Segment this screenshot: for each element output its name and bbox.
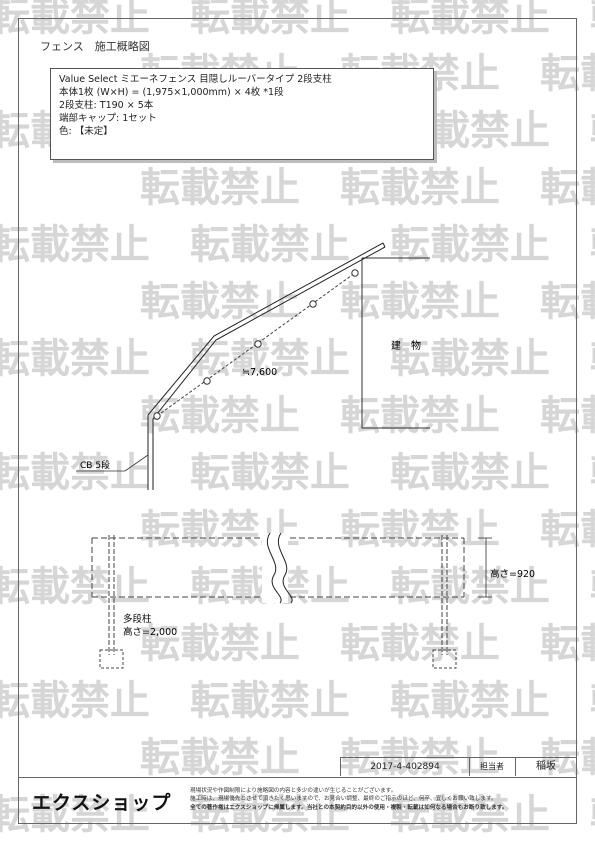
- post-height-label: 高さ=2,000: [123, 626, 177, 638]
- fence-length-label: ≒7,600: [242, 367, 277, 378]
- spec-line-color: 色: 【未定】: [59, 126, 113, 137]
- drawing-number: 2017-4-402894: [341, 758, 470, 776]
- fence-post-mark: [309, 300, 317, 308]
- footer-note: 全ての著作権はエクスショップに帰属します。当社との本契約目的以外の使用・複製・転…: [190, 804, 508, 811]
- fence-height-label: 高さ=920: [490, 568, 535, 580]
- fence-post-mark: [153, 412, 161, 420]
- fence-line: [153, 269, 359, 420]
- cb-wall: [147, 242, 386, 490]
- fence-post-mark: [351, 269, 359, 277]
- footer-note: 現場状況や作図制限により施略図の内容と多少の違いが生じることがございます。: [190, 788, 397, 794]
- staff-label: 担当者: [469, 758, 516, 776]
- company-logo: エクスショップ: [32, 792, 172, 814]
- footer-divider: [18, 777, 577, 778]
- fence-post-mark: [254, 340, 262, 348]
- cb-label: CB 5段: [80, 459, 110, 471]
- spec-box: Value Select ミエーネフェンス 目隠しルーバータイプ 2段支柱 本体…: [50, 68, 434, 160]
- post-type-label: 多段柱: [123, 613, 152, 625]
- page-frame: [18, 18, 577, 824]
- footer-notes: 現場状況や作図制限により施略図の内容と多少の違いが生じることがございます。 施工…: [190, 787, 570, 812]
- fence-post-mark: [203, 377, 211, 385]
- document-title: フェンス 施工概略図: [40, 40, 150, 53]
- staff-name: 稲坂: [536, 761, 556, 772]
- building-outline: [361, 257, 430, 429]
- spec-line-product: Value Select ミエーネフェンス 目隠しルーバータイプ 2段支柱: [59, 74, 332, 85]
- title-block: 2017-4-402894 担当者 稲坂: [340, 757, 576, 776]
- building-label: 建 物: [391, 339, 421, 352]
- break-mark: [262, 532, 293, 604]
- spec-line-posts: 2段支柱: T190 × 5本: [59, 100, 154, 111]
- spec-line-end-cap: 端部キャップ: 1セット: [59, 113, 157, 124]
- footer-note: 施工時は、現場優先とさせて頂きたく思いますので、お見合い調整、最終のご指示のほど…: [190, 796, 497, 803]
- height-dimension: [478, 537, 492, 598]
- cb-leader: [76, 454, 149, 472]
- spec-line-panel: 本体1枚 (W×H) = (1,975×1,000mm) × 4枚 *1段: [59, 87, 284, 98]
